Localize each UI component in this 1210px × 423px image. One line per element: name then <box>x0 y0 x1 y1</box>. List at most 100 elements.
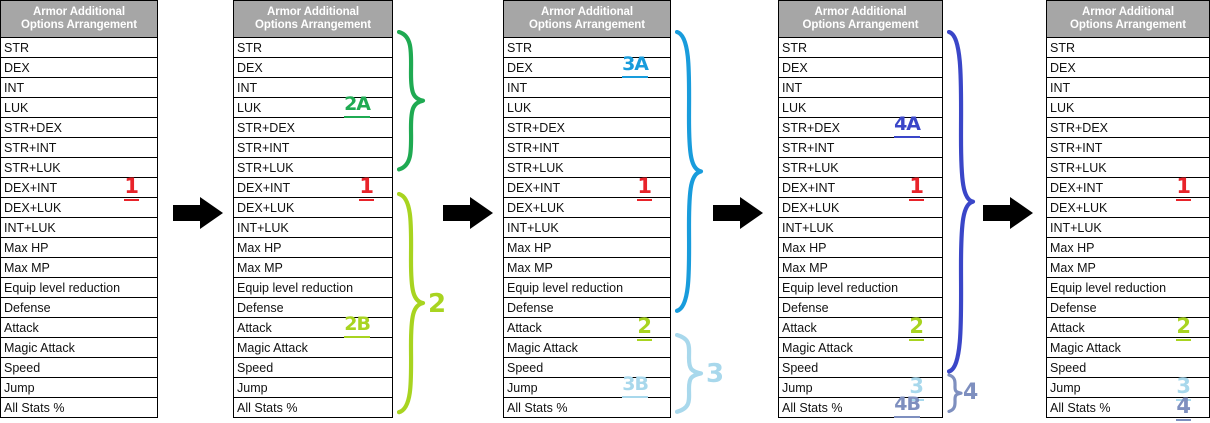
option-cell[interactable]: DEX <box>233 57 393 78</box>
option-cell[interactable]: Max MP <box>1046 257 1210 278</box>
table-row[interactable]: STR+INT <box>503 137 671 158</box>
option-cell[interactable]: Max HP <box>1046 237 1210 258</box>
option-cell[interactable]: STR+INT <box>0 137 158 158</box>
table-row[interactable]: INT+LUK <box>503 217 671 238</box>
option-cell[interactable]: INT <box>778 77 943 98</box>
table-row[interactable]: Magic Attack <box>503 337 671 358</box>
option-cell[interactable]: Speed <box>503 357 671 378</box>
table-row[interactable]: Magic Attack <box>233 337 393 358</box>
table-row[interactable]: STR <box>1046 37 1210 58</box>
table-row[interactable]: Max MP <box>0 257 158 278</box>
table-row[interactable]: All Stats %4B <box>778 393 943 418</box>
option-cell[interactable]: Attack <box>0 317 158 338</box>
option-cell[interactable]: Max HP <box>0 237 158 258</box>
option-cell[interactable]: STR+DEX <box>233 117 393 138</box>
option-cell[interactable]: STR+LUK <box>503 157 671 178</box>
table-row[interactable]: LUK <box>0 97 158 118</box>
table-row[interactable]: INT+LUK <box>233 217 393 238</box>
table-row[interactable]: INT+LUK <box>0 217 158 238</box>
option-cell[interactable]: Magic Attack <box>503 337 671 358</box>
option-cell[interactable]: INT+LUK <box>233 217 393 238</box>
option-cell[interactable]: Jump <box>0 377 158 398</box>
option-cell[interactable]: Defense <box>503 297 671 318</box>
table-row[interactable]: Magic Attack <box>1046 337 1210 358</box>
option-cell[interactable]: Max MP <box>503 257 671 278</box>
option-cell[interactable]: Speed <box>1046 357 1210 378</box>
table-row[interactable]: INT+LUK <box>778 217 943 238</box>
option-cell[interactable]: Max HP <box>233 237 393 258</box>
option-cell[interactable]: Jump <box>233 377 393 398</box>
table-row[interactable]: Equip level reduction <box>233 277 393 298</box>
table-row[interactable]: INT <box>0 77 158 98</box>
table-row[interactable]: All Stats % <box>233 397 393 418</box>
option-cell[interactable]: STR <box>0 37 158 58</box>
option-cell[interactable]: STR+INT <box>1046 137 1210 158</box>
option-cell[interactable]: Magic Attack <box>233 337 393 358</box>
table-row[interactable]: LUK <box>778 97 943 118</box>
option-cell[interactable]: STR+INT <box>503 137 671 158</box>
table-row[interactable]: Equip level reduction <box>0 277 158 298</box>
option-cell[interactable]: STR <box>1046 37 1210 58</box>
table-row[interactable]: DEX <box>778 57 943 78</box>
option-cell[interactable]: All Stats %4 <box>1046 394 1210 421</box>
table-row[interactable]: STR <box>778 37 943 58</box>
table-row[interactable]: STR+LUK <box>1046 157 1210 178</box>
option-cell[interactable]: STR+INT <box>778 137 943 158</box>
option-cell[interactable]: INT+LUK <box>503 217 671 238</box>
option-cell[interactable]: Defense <box>233 297 393 318</box>
option-cell[interactable]: Defense <box>778 297 943 318</box>
option-cell[interactable]: Speed <box>778 357 943 378</box>
table-row[interactable]: DEX <box>0 57 158 78</box>
table-row[interactable]: Defense <box>1046 297 1210 318</box>
table-row[interactable]: Max HP <box>778 237 943 258</box>
table-row[interactable]: Speed <box>503 357 671 378</box>
table-row[interactable]: STR <box>503 37 671 58</box>
option-cell[interactable]: DEX <box>1046 57 1210 78</box>
table-row[interactable]: DEX <box>233 57 393 78</box>
option-cell[interactable]: All Stats % <box>0 397 158 418</box>
table-row[interactable]: STR+INT <box>778 137 943 158</box>
table-row[interactable]: Max MP <box>1046 257 1210 278</box>
option-cell[interactable]: STR <box>778 37 943 58</box>
table-row[interactable]: Defense <box>778 297 943 318</box>
option-cell[interactable]: All Stats % <box>233 397 393 418</box>
table-row[interactable]: All Stats % <box>0 397 158 418</box>
option-cell[interactable]: STR <box>233 37 393 58</box>
table-row[interactable]: INT <box>1046 77 1210 98</box>
table-row[interactable]: DEX <box>1046 57 1210 78</box>
table-row[interactable]: STR+INT <box>233 137 393 158</box>
table-row[interactable]: Defense <box>233 297 393 318</box>
table-row[interactable]: DEX+LUK <box>778 197 943 218</box>
option-cell[interactable]: LUK <box>1046 97 1210 118</box>
option-cell[interactable]: Magic Attack <box>0 337 158 358</box>
option-cell[interactable]: Equip level reduction <box>0 277 158 298</box>
option-cell[interactable]: Equip level reduction <box>233 277 393 298</box>
table-row[interactable]: STR+LUK <box>233 157 393 178</box>
table-row[interactable]: STR+LUK <box>778 157 943 178</box>
option-cell[interactable]: INT+LUK <box>778 217 943 238</box>
option-cell[interactable]: DEX+LUK <box>503 197 671 218</box>
table-row[interactable]: STR+INT <box>1046 137 1210 158</box>
option-cell[interactable]: Max MP <box>233 257 393 278</box>
table-row[interactable]: Max HP <box>503 237 671 258</box>
table-row[interactable]: STR+DEX <box>503 117 671 138</box>
option-cell[interactable]: STR+DEX <box>503 117 671 138</box>
option-cell[interactable]: Speed <box>0 357 158 378</box>
table-row[interactable]: STR+LUK <box>0 157 158 178</box>
